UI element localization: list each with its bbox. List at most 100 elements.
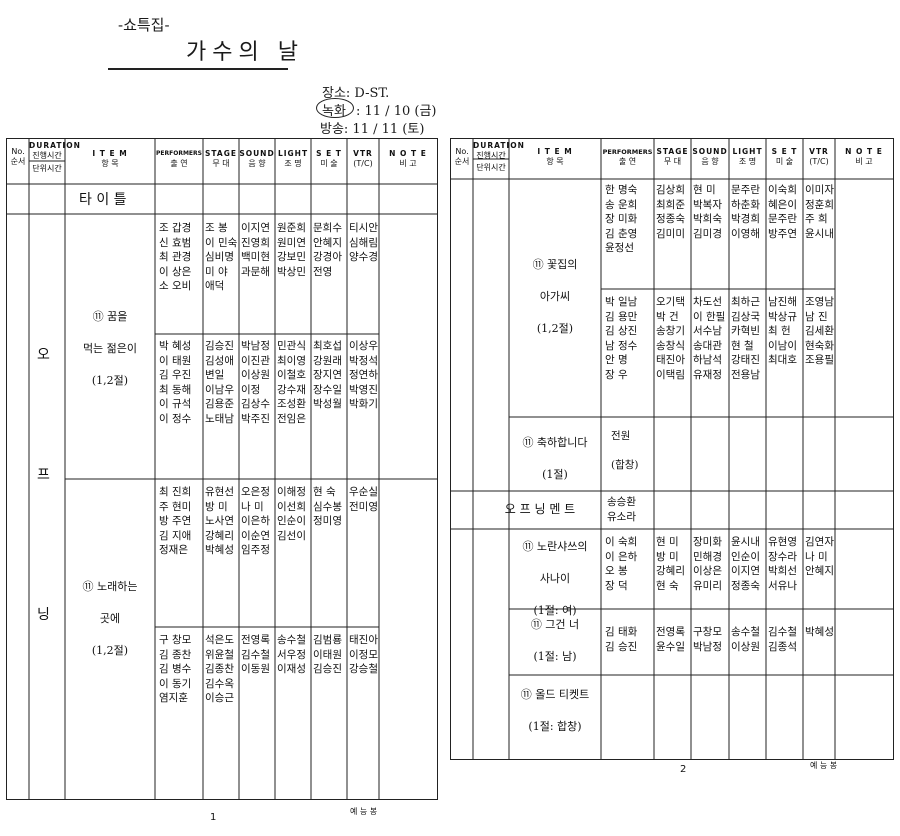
light-cell: 문주란 하춘화 박경희 이영해: [731, 184, 760, 240]
stage-cell: 김상희 최희준 정종숙 김미미: [656, 184, 685, 240]
record-circle-mark: [316, 98, 354, 118]
col-performers-header: PERFORMERS 출 연: [155, 149, 203, 169]
col-vtr-ko: (T/C): [353, 159, 373, 168]
vtr-cell: 이상우 박정석 정연하 박영진 박화기: [349, 340, 378, 410]
col-item-ko: 항 목: [101, 159, 119, 168]
set-cell: 김수철 김종석: [768, 626, 797, 653]
col-vtr-header: VTR(T/C): [803, 147, 835, 167]
set-cell: 문희수 안혜지 강경아 전영: [313, 222, 342, 278]
page-title: 가수의 날: [186, 40, 304, 65]
col-stage-en: STAGE: [204, 149, 238, 158]
col-no-en: No.: [11, 147, 25, 156]
col-performers-ko: 출 연: [170, 159, 188, 168]
sound-cell: 이지연 진영희 백미현 과문해: [241, 222, 270, 278]
light-cell: 송수철 서우정 이재성: [277, 634, 306, 675]
col-light-en: LIGHT: [732, 147, 763, 156]
col-sound-en: SOUND: [692, 147, 728, 156]
page-1-grid: [7, 139, 437, 799]
col-stage-ko: 무 대: [212, 159, 230, 168]
col-no-header: No.순서: [7, 147, 29, 167]
section-letter-3: 닝: [37, 607, 50, 623]
vtr-cell: 우순실 전미영: [349, 486, 378, 513]
sound-cell: 현 미 박복자 박희숙 김미경: [693, 184, 722, 240]
light-cell: 이해정 이선희 인순이 김선이: [277, 486, 306, 542]
title-row-label: 타 이 틀: [79, 192, 127, 208]
performers-cell: 송승환 유소라: [607, 496, 636, 523]
col-item-en: I T E M: [537, 147, 573, 156]
page-2-footer-mark: 예 능 봉: [810, 761, 838, 770]
col-duration-progress: 진행시간: [476, 151, 506, 160]
col-no-en: No.: [455, 147, 469, 156]
col-light-ko: 조 명: [738, 157, 757, 166]
sound-cell: 박남정 이진관 이상원 이정 김상수 박주진: [241, 340, 270, 425]
col-performers-en: PERFORMERS: [156, 150, 202, 157]
col-note-ko: 비 고: [855, 157, 873, 166]
vtr-cell: 이미자 정훈희 주 희 윤시내: [805, 184, 834, 240]
stage-cell: 김승진 김성애 변일 이남우 김용준 노태남: [205, 340, 234, 425]
title-underline: [108, 68, 288, 70]
light-cell: 윤시내 인순이 이지연 정종숙: [731, 536, 760, 592]
performers-cell: 조 갑경 신 효범 최 관경 이 상은 소 오비: [159, 222, 192, 292]
col-stage-en: STAGE: [656, 147, 689, 156]
vtr-cell: 김연자 나 미 안혜지: [805, 536, 834, 577]
stage-cell: 조 봉 이 민숙 심비명 미 야 애덕: [205, 222, 238, 292]
item-label: ⑪ 그건 너 (1절: 남): [530, 618, 580, 663]
vtr-cell: 조영남 남 진 김세환 현숙화 조용필: [805, 296, 834, 366]
stage-cell: 오기택 박 건 송창기 송창식 태진아 이택림: [656, 296, 685, 381]
col-note-en: N O T E: [845, 147, 883, 156]
schedule-record-date: : 11 / 10 (금): [356, 104, 437, 119]
col-duration-en: DURATION: [473, 141, 525, 150]
col-note-ko: 비 고: [399, 159, 417, 168]
performers-cell: 박 일남 김 용만 김 상진 남 정수 안 명 장 우: [605, 296, 638, 381]
col-duration-unit: 단위시간: [32, 164, 62, 173]
col-light-ko: 조 명: [284, 159, 302, 168]
col-vtr-header: VTR(T/C): [347, 149, 379, 169]
stage-cell: 석은도 위윤철 김종찬 김수옥 이승근: [205, 634, 234, 704]
col-vtr-ko: (T/C): [809, 157, 829, 166]
sound-cell: 구창모 박남정: [693, 626, 722, 653]
performers-cell: 구 창모 김 종찬 김 병수 이 동기 염지훈: [159, 634, 192, 704]
light-cell: 최하근 김상국 카혁빈 현 철 강태진 전용남: [731, 296, 760, 381]
program-label: -쇼특집-: [118, 16, 170, 34]
set-cell: 남진해 박상규 최 헌 이남이 최대호: [768, 296, 797, 366]
col-no-header: No.순서: [451, 147, 473, 167]
col-set-en: S E T: [771, 147, 798, 156]
col-set-ko: 미 술: [320, 159, 338, 168]
performers-cell: 김 태화 김 승진: [605, 626, 638, 653]
schedule-record-label: 녹화: [322, 104, 346, 119]
item-label: ⑪ 올드 티켓트 (1절: 합창): [520, 688, 590, 733]
col-stage-ko: 무 대: [663, 157, 682, 166]
item-label: ⑪ 꿈을 먹는 젊은이 (1,2절): [82, 310, 138, 387]
col-sound-ko: 음 향: [248, 159, 266, 168]
stage-cell: 현 미 방 미 강혜리 현 숙: [656, 536, 685, 592]
item-label: ⑪ 꽃집의 아가씨 (1,2절): [532, 258, 578, 335]
sound-cell: 차도선 이 한필 서수남 송대관 하남석 유재정: [693, 296, 726, 381]
col-vtr-en: VTR: [809, 147, 829, 156]
schedule-place: 장소: D-ST.: [322, 86, 390, 101]
col-sound-en: SOUND: [239, 149, 275, 158]
light-cell: 민관식 최이영 이철호 강수재 조성환 전임은: [277, 340, 306, 425]
page-2-number: 2: [680, 764, 687, 775]
col-item-ko: 항 목: [546, 157, 564, 166]
item-label: ⑪ 노란샤쓰의 사나이 (1절: 여): [522, 540, 588, 617]
set-cell: 이숙희 혜은이 문주란 방주연: [768, 184, 797, 240]
page-1-footer-mark: 예 능 봉: [350, 807, 378, 816]
vtr-cell: 태진아 이정모 강승철: [349, 634, 378, 675]
col-set-en: S E T: [316, 149, 342, 158]
col-duration-progress: 진행시간: [32, 151, 62, 160]
item-label: 오 프 닝 멘 트: [504, 502, 576, 516]
col-performers-ko: 출 연: [618, 157, 637, 166]
